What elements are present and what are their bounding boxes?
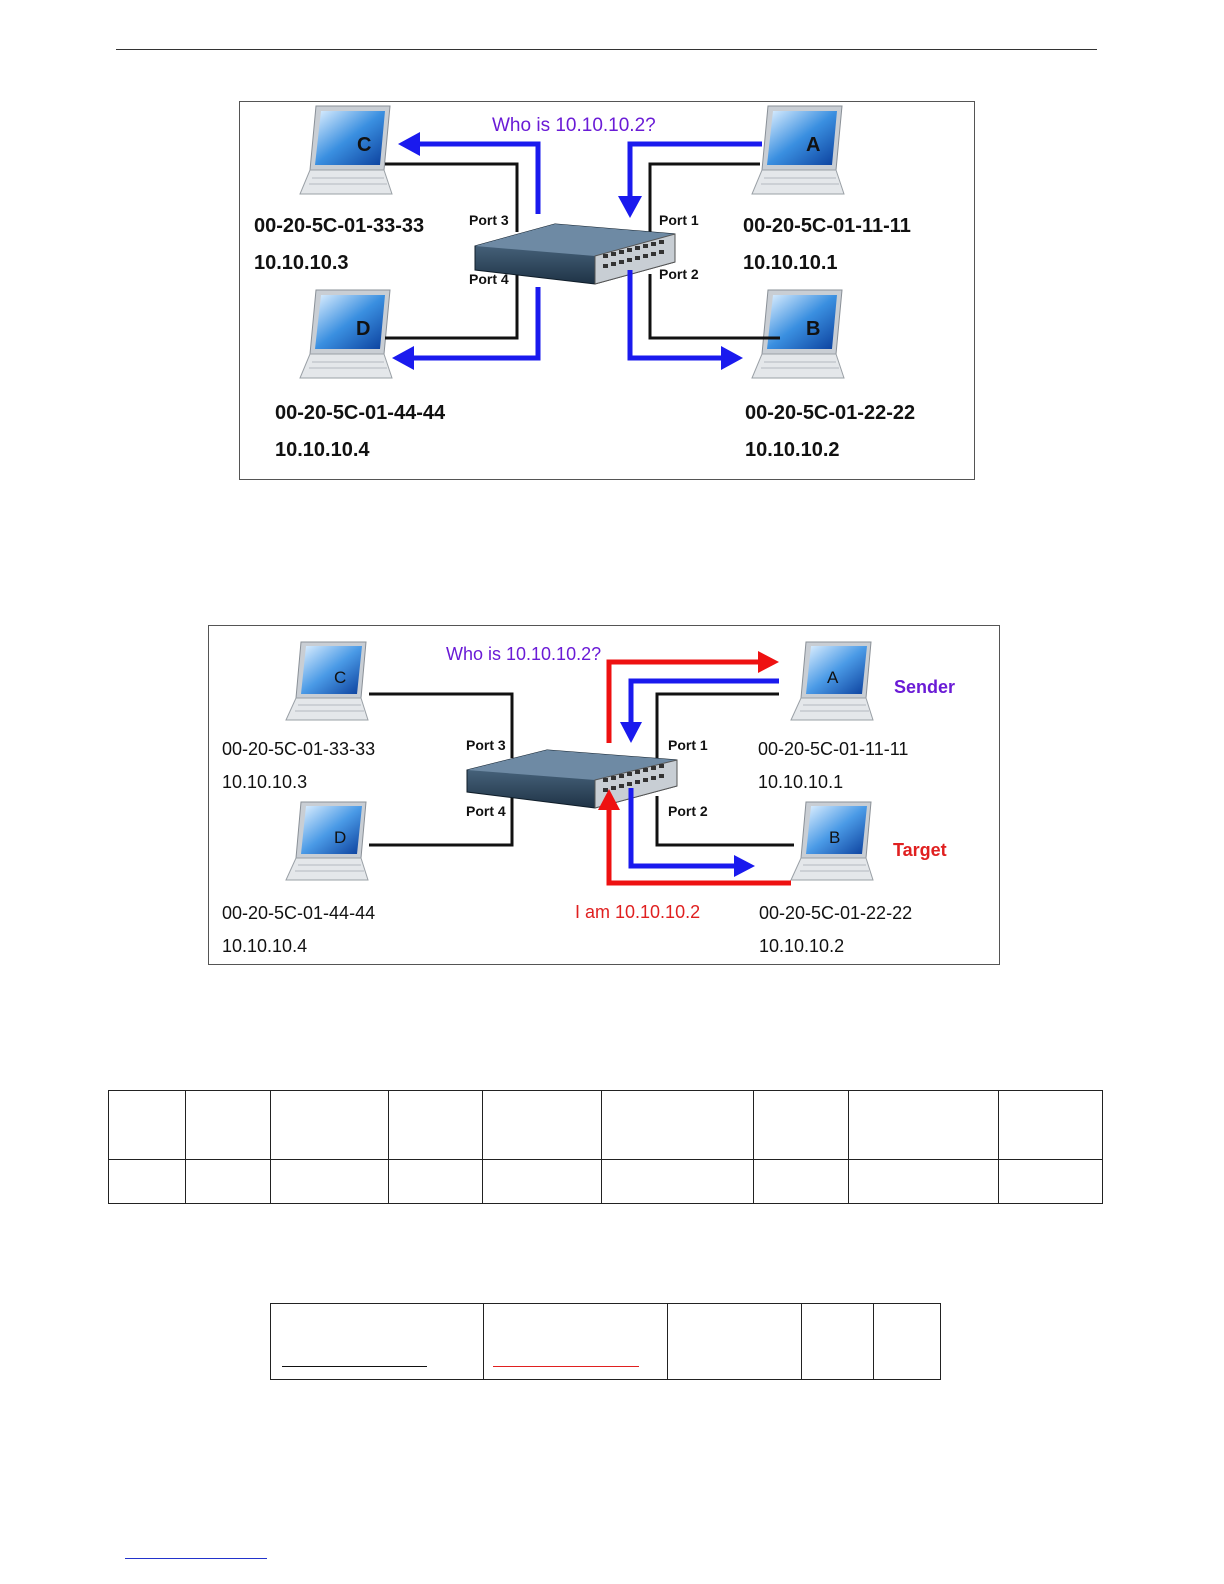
table-cell [753, 1159, 849, 1204]
arp-question: Who is 10.10.10.2? [446, 644, 602, 664]
request-arrows [628, 678, 779, 869]
port-1-label: Port 1 [659, 212, 699, 228]
host-b-ip: 10.10.10.2 [745, 439, 840, 461]
host-b-mac: 00-20-5C-01-22-22 [759, 903, 913, 923]
arrow-icon [620, 722, 755, 877]
host-letter-d: D [356, 318, 371, 340]
host-a-ip: 10.10.10.1 [743, 252, 838, 274]
table-cell [801, 1303, 874, 1380]
host-b-mac: 00-20-5C-01-22-22 [745, 402, 916, 424]
port-1-label: Port 1 [668, 737, 708, 753]
laptop-icon-d [299, 289, 393, 379]
laptop-icon-b [751, 289, 845, 379]
arp-fields-table [270, 1303, 941, 1380]
host-c-mac: 00-20-5C-01-33-33 [254, 215, 425, 237]
request-arrows [412, 141, 762, 361]
table-cell [108, 1090, 186, 1160]
port-3-label: Port 3 [466, 737, 506, 753]
laptop-icon-c [299, 105, 393, 195]
arrow-icon [598, 651, 779, 810]
host-a-mac: 00-20-5C-01-11-11 [758, 739, 909, 759]
port-3-label: Port 3 [469, 212, 509, 228]
port-4-label: Port 4 [469, 271, 509, 287]
table-row [108, 1159, 1103, 1204]
table-cell [185, 1159, 271, 1204]
table-cell [873, 1303, 941, 1380]
host-letter-c: C [357, 134, 372, 156]
host-b-ip: 10.10.10.2 [759, 936, 845, 956]
arp-question: Who is 10.10.10.2? [492, 115, 656, 136]
table-cell [601, 1159, 754, 1204]
table-cell [998, 1159, 1103, 1204]
host-d-ip: 10.10.10.4 [222, 936, 308, 956]
table-cell [388, 1090, 483, 1160]
underline-mark [282, 1366, 427, 1367]
footer-link-underline [125, 1558, 267, 1559]
host-letter-b: B [806, 318, 821, 340]
reply-arrows [606, 659, 791, 886]
table-cell [753, 1090, 849, 1160]
host-a-ip: 10.10.10.1 [758, 772, 844, 792]
table-cell [185, 1090, 271, 1160]
diagram-graphics [285, 641, 874, 886]
table-cell [848, 1159, 999, 1204]
host-d-mac: 00-20-5C-01-44-44 [222, 903, 376, 923]
target-label: Target [893, 840, 947, 860]
table-cell [108, 1159, 186, 1204]
host-letter-b: B [829, 828, 841, 847]
host-c-mac: 00-20-5C-01-33-33 [222, 739, 376, 759]
port-2-label: Port 2 [668, 803, 708, 819]
switch-icon [466, 749, 678, 809]
cables [369, 692, 794, 847]
table-cell [848, 1090, 999, 1160]
host-letter-a: A [806, 134, 821, 156]
host-a-mac: 00-20-5C-01-11-11 [743, 215, 911, 237]
table-cell [601, 1090, 754, 1160]
arp-reply-diagram: C A D B Who is 10.10.10.2? Sender Target… [208, 625, 1000, 965]
host-c-ip: 10.10.10.3 [254, 252, 349, 274]
arp-request-diagram: C A D B Who is 10.10.10.2? Port 3 Port 4… [239, 101, 975, 480]
table-row [108, 1090, 1103, 1160]
table-cell [482, 1090, 602, 1160]
host-c-ip: 10.10.10.3 [222, 772, 308, 792]
table-cell [270, 1159, 389, 1204]
laptop-icon-c [285, 641, 369, 721]
sender-label: Sender [894, 677, 956, 697]
table-cell [667, 1303, 802, 1380]
host-letter-a: A [827, 668, 839, 687]
table-cell [483, 1303, 668, 1380]
host-letter-c: C [334, 668, 347, 687]
table-cell [482, 1159, 602, 1204]
port-4-label: Port 4 [466, 803, 506, 819]
table-row [270, 1303, 941, 1380]
header-rule [116, 49, 1097, 50]
packet-fields-table [108, 1090, 1103, 1204]
underline-mark [493, 1366, 639, 1367]
arrow-icon [392, 132, 743, 370]
arp-reply-text: I am 10.10.10.2 [575, 902, 701, 922]
cables [385, 162, 780, 340]
host-d-mac: 00-20-5C-01-44-44 [275, 402, 446, 424]
diagram-graphics [299, 105, 845, 379]
laptop-icon-a [751, 105, 845, 195]
port-2-label: Port 2 [659, 266, 699, 282]
table-cell [270, 1303, 484, 1380]
laptop-icon-d [285, 801, 369, 881]
table-cell [998, 1090, 1103, 1160]
table-cell [270, 1090, 389, 1160]
host-letter-d: D [334, 828, 347, 847]
table-cell [388, 1159, 483, 1204]
host-d-ip: 10.10.10.4 [275, 439, 370, 461]
